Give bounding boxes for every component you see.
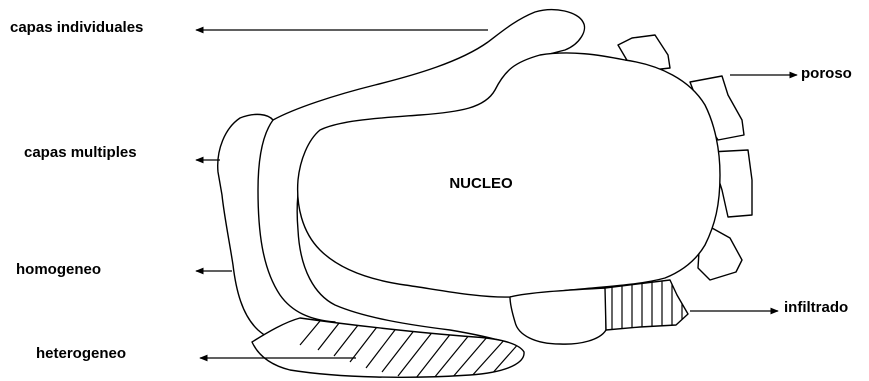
bottom-lobe-shape	[510, 288, 606, 344]
label-heterogeneo: heterogeneo	[36, 345, 126, 363]
label-homogeneo: homogeneo	[16, 261, 101, 279]
infiltrado-region	[605, 280, 688, 330]
label-poroso: poroso	[801, 65, 852, 83]
label-nucleo: NUCLEO	[449, 175, 512, 193]
label-infiltrado: infiltrado	[784, 299, 848, 317]
label-capas-multiples: capas multiples	[24, 144, 137, 162]
label-capas-individuales: capas individuales	[10, 19, 143, 37]
